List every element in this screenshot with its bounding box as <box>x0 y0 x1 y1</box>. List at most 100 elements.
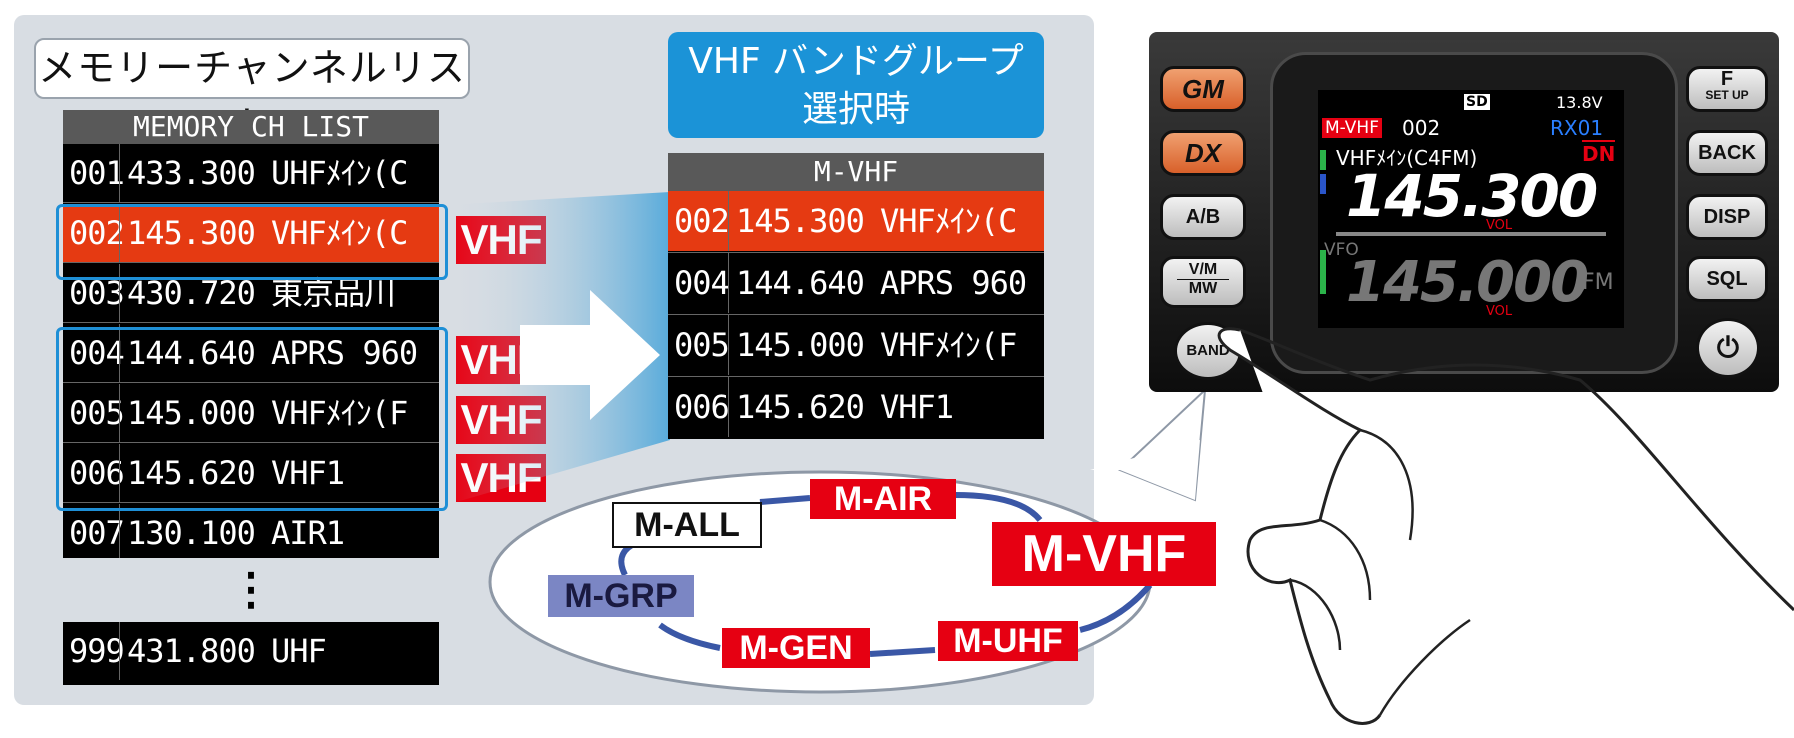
vm-mw-button[interactable]: V/M MW <box>1160 256 1246 308</box>
memory-name: VHFﾒｲﾝ(C <box>271 214 408 252</box>
sql-button[interactable]: SQL <box>1686 256 1768 302</box>
screen-vol-main: VOL <box>1486 218 1513 233</box>
screen-freq-main: 145.300 <box>1346 162 1598 230</box>
memory-name: UHFﾒｲﾝ(C <box>271 154 408 192</box>
mode-m-gen: M-GEN <box>722 628 870 668</box>
ellipsis-icon: ⋮ <box>63 558 439 622</box>
memory-list-header: MEMORY CH LIST <box>63 110 439 144</box>
row-divider <box>668 252 1044 253</box>
gm-button[interactable]: GM <box>1160 66 1246 112</box>
group-name: VHFﾒｲﾝ(C <box>880 202 1017 240</box>
radio-lcd: SD 13.8V M-VHF 002 RX01 DN VHFﾒｲﾝ(C4FM) … <box>1318 90 1624 328</box>
memory-ch: 004 <box>69 334 125 372</box>
row-divider <box>668 376 1044 377</box>
memory-name: APRS 960 <box>271 334 418 372</box>
mode-m-uhf: M-UHF <box>938 621 1078 661</box>
f-setup-button[interactable]: F SET UP <box>1686 66 1768 112</box>
row-divider <box>63 322 439 323</box>
screen-vol-sub: VOL <box>1486 304 1513 319</box>
screen-rx: RX01 <box>1550 116 1604 140</box>
memory-ch: 002 <box>69 214 125 252</box>
memory-freq: 431.800 <box>127 632 256 670</box>
screen-vfo: VFO <box>1324 240 1359 260</box>
group-name: VHFﾒｲﾝ(F <box>880 326 1017 364</box>
disp-button[interactable]: DISP <box>1686 194 1768 240</box>
group-freq: 145.000 <box>736 326 865 364</box>
screen-channel: 002 <box>1402 116 1441 140</box>
column-divider <box>119 504 120 562</box>
setup-label: SET UP <box>1705 88 1749 102</box>
power-icon: ⏻ <box>1716 332 1740 363</box>
memory-name: 東京品川 <box>271 274 396 312</box>
row-divider <box>63 202 439 203</box>
memory-freq: 144.640 <box>127 334 256 372</box>
mw-label: MW <box>1177 279 1229 298</box>
s-meter <box>1336 232 1606 236</box>
row-divider <box>63 502 439 503</box>
memory-name: VHF1 <box>271 454 345 492</box>
dx-button[interactable]: DX <box>1160 130 1246 176</box>
screen-fm: FM <box>1582 270 1614 295</box>
mode-m-air: M-AIR <box>810 479 956 519</box>
memory-freq: 430.720 <box>127 274 256 312</box>
memory-ch: 003 <box>69 274 125 312</box>
memory-name: AIR1 <box>271 514 345 552</box>
column-divider <box>119 204 120 262</box>
memory-freq: 145.300 <box>127 214 256 252</box>
column-divider <box>728 377 729 437</box>
column-divider <box>119 622 120 680</box>
group-ch: 002 <box>674 202 730 240</box>
group-title-line2: 選択時 <box>801 89 910 130</box>
column-divider <box>728 191 729 251</box>
row-divider <box>63 442 439 443</box>
memory-ch: 006 <box>69 454 125 492</box>
group-freq: 145.300 <box>736 202 865 240</box>
pointing-hand <box>1217 327 1794 725</box>
screen-channel-name: VHFﾒｲﾝ(C4FM) <box>1336 146 1478 170</box>
memory-freq: 145.620 <box>127 454 256 492</box>
back-button[interactable]: BACK <box>1686 130 1768 176</box>
row-divider <box>668 314 1044 315</box>
column-divider <box>728 253 729 313</box>
memory-ch: 005 <box>69 394 125 432</box>
group-title-line1: VHF バンドグループ <box>688 41 1024 82</box>
column-divider <box>119 384 120 442</box>
signal-bar-green-sub <box>1320 250 1326 294</box>
screen-mode-badge: M-VHF <box>1322 118 1382 138</box>
signal-bar-blue <box>1320 174 1326 194</box>
column-divider <box>119 324 120 382</box>
mode-m-all: M-ALL <box>612 502 762 548</box>
memory-name: VHFﾒｲﾝ(F <box>271 394 408 432</box>
column-divider <box>119 144 120 202</box>
row-divider <box>63 262 439 263</box>
vm-label: V/M <box>1188 261 1218 278</box>
screen-dn: DN <box>1582 140 1616 166</box>
vhf-group-header: M-VHF <box>668 153 1044 191</box>
group-name: VHF1 <box>880 388 954 426</box>
f-label: F <box>1720 68 1734 90</box>
mode-m-vhf: M-VHF <box>992 522 1216 586</box>
sd-card-icon: SD <box>1464 94 1490 110</box>
group-name: APRS 960 <box>880 264 1027 302</box>
signal-bar-green <box>1320 150 1326 170</box>
group-select-title: VHF バンドグループ 選択時 <box>668 32 1044 138</box>
ab-button[interactable]: A/B <box>1160 194 1246 240</box>
memory-freq: 130.100 <box>127 514 256 552</box>
right-arrow-icon <box>520 290 660 420</box>
mode-m-grp: M-GRP <box>548 575 694 617</box>
column-divider <box>119 444 120 502</box>
power-button[interactable]: ⏻ <box>1696 318 1760 378</box>
